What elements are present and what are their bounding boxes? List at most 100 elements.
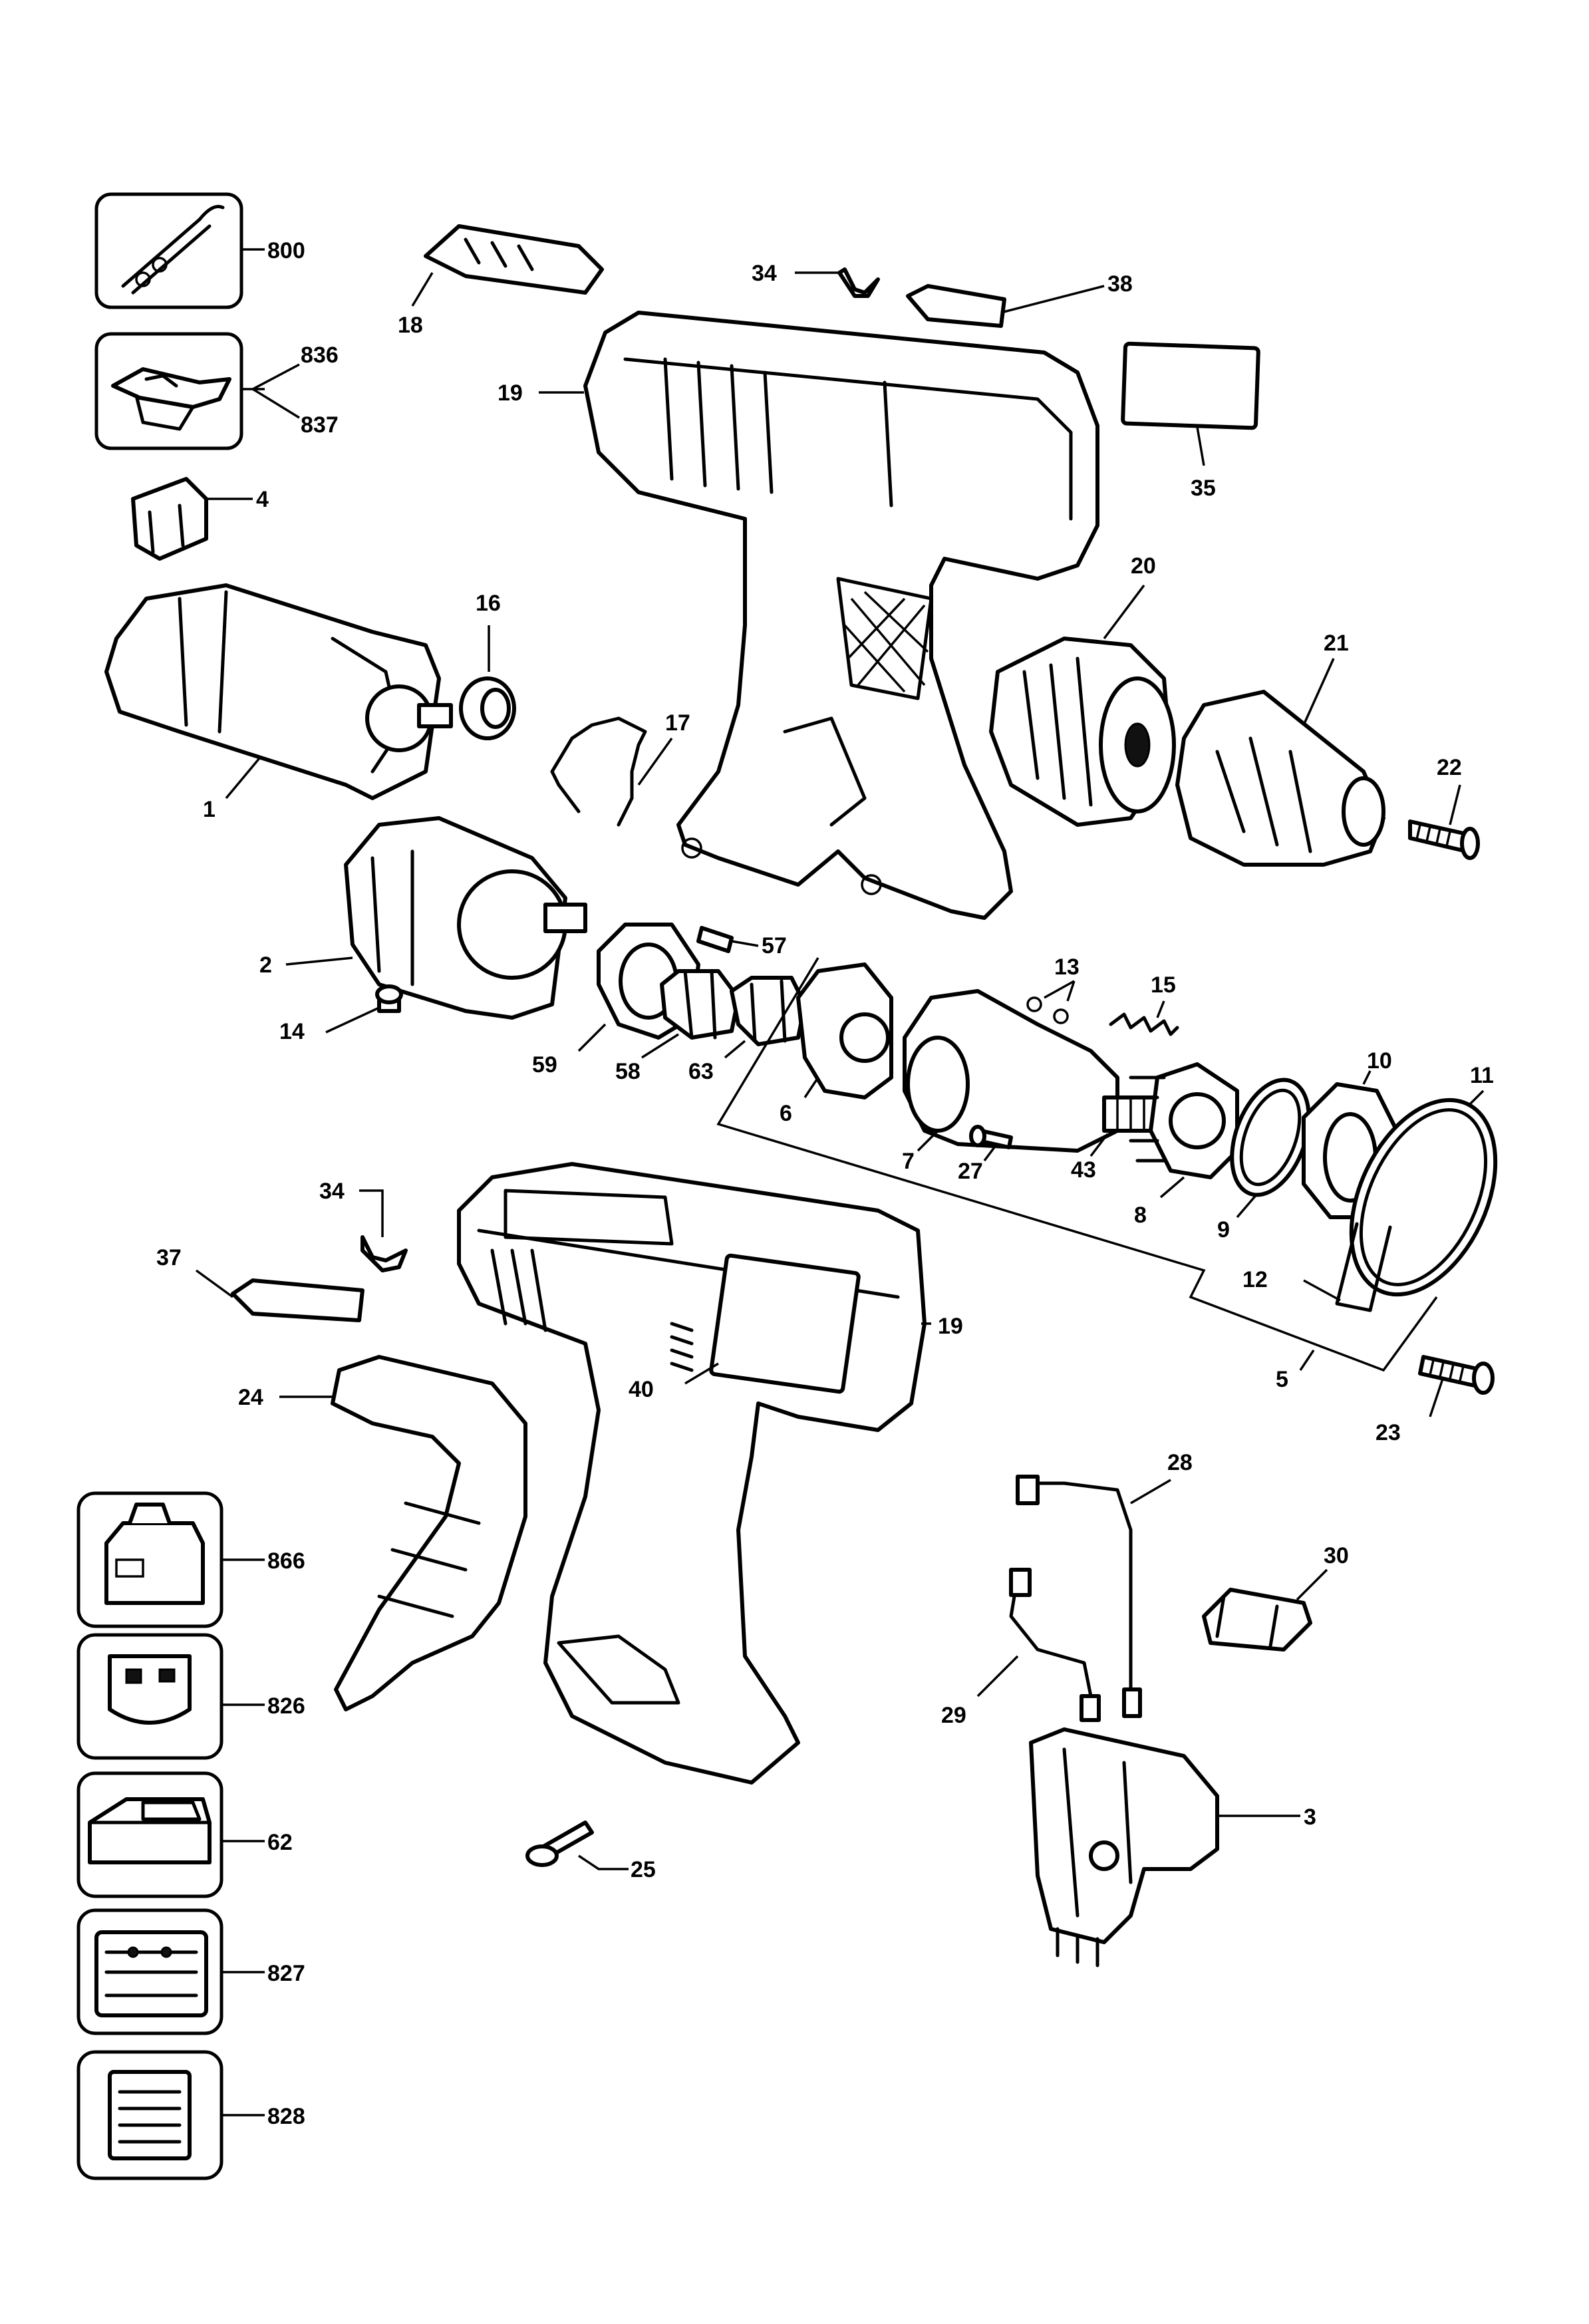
accessory-box-62: 62 (76, 1771, 293, 1898)
part-27-screw: 27 (958, 1125, 1013, 1184)
callout-43: 43 (1071, 1157, 1096, 1183)
part-43-spindle: 43 (1071, 1133, 1109, 1183)
callout-group-5: 5 (1276, 1350, 1315, 1392)
callout-7: 7 (902, 1149, 915, 1174)
callout-16: 16 (476, 591, 501, 616)
callout-63: 63 (688, 1059, 714, 1084)
callout-827: 827 (267, 1961, 305, 1986)
callout-37: 37 (156, 1245, 182, 1270)
callout-12: 12 (1242, 1267, 1268, 1292)
callout-800: 800 (267, 238, 305, 263)
callout-4: 4 (256, 487, 269, 512)
part-57-pin: 57 (696, 926, 787, 958)
callout-30: 30 (1324, 1543, 1349, 1568)
part-1-motor: 1 (104, 583, 453, 822)
belt-clip-icon (111, 367, 231, 431)
part-3-switch: 3 (1029, 1727, 1316, 1967)
part-12-pin: 12 (1242, 1222, 1392, 1312)
callout-5: 5 (1276, 1367, 1288, 1392)
rating-label-icon (108, 2070, 192, 2160)
callout-1: 1 (203, 797, 216, 822)
key-tool-icon (121, 205, 225, 295)
callout-836: 836 (301, 343, 339, 368)
callout-34-bottom: 34 (319, 1179, 345, 1204)
part-4-brush-holder: 4 (131, 477, 269, 561)
part-18-cover: 18 (398, 224, 604, 338)
charger-label-icon (94, 1930, 208, 2017)
battery-label-icon (108, 1654, 192, 1725)
callout-13: 13 (1054, 954, 1080, 980)
callout-22: 22 (1437, 755, 1462, 780)
callout-826: 826 (267, 1693, 305, 1719)
callout-25: 25 (631, 1857, 656, 1882)
callout-15: 15 (1151, 972, 1176, 998)
callout-20: 20 (1131, 553, 1156, 579)
callout-40: 40 (629, 1377, 654, 1402)
part-2-gear-housing: 2 (259, 816, 587, 1020)
part-17-spring: 17 (550, 710, 690, 827)
callout-62: 62 (267, 1830, 293, 1855)
callout-866: 866 (267, 1548, 305, 1574)
callout-837: 837 (301, 412, 339, 438)
part-63-planet-carrier: 63 (688, 976, 807, 1084)
part-19-housing-inner: 19 (498, 311, 1099, 920)
callout-24: 24 (238, 1385, 263, 1410)
part-22-screw: 22 (1408, 755, 1480, 860)
part-15-spring: 15 (1109, 972, 1179, 1036)
accessory-box-826: 826 (76, 1633, 305, 1760)
part-6-clutch-housing: 6 (780, 962, 893, 1126)
part-28-wire: 28 (1016, 1450, 1193, 1718)
accessory-box-866: 866 (76, 1491, 305, 1628)
part-14-screw: 14 (279, 984, 403, 1044)
callout-18: 18 (398, 313, 423, 338)
part-29-wire: 29 (941, 1568, 1101, 1728)
callout-35: 35 (1191, 476, 1216, 501)
assembly-5-bracket (716, 957, 1438, 1372)
part-8-clutch-plate: 8 (1122, 1062, 1239, 1228)
part-30-forward-reverse-button: 30 (1202, 1543, 1349, 1652)
callout-3: 3 (1304, 1805, 1316, 1830)
callout-21: 21 (1324, 631, 1349, 656)
callout-14: 14 (279, 1019, 305, 1044)
part-37-bit-bottom: 37 (156, 1245, 364, 1322)
callout-19-bottom: 19 (938, 1314, 963, 1339)
callout-17: 17 (665, 710, 690, 736)
part-34-clip-bottom: 34 (319, 1179, 408, 1272)
callout-10: 10 (1367, 1048, 1392, 1074)
callout-9: 9 (1217, 1217, 1230, 1242)
part-23-screw: 23 (1375, 1355, 1495, 1445)
part-11-ring: 11 (1349, 1063, 1498, 1297)
callout-29: 29 (941, 1703, 966, 1728)
accessory-box-836-837: 836 837 (94, 332, 339, 450)
part-25-screw: 25 (525, 1820, 656, 1882)
callout-59: 59 (532, 1052, 557, 1078)
part-13-balls: 13 (1026, 954, 1080, 1024)
part-35-label: 35 (1121, 341, 1260, 501)
callout-57: 57 (762, 933, 787, 958)
part-7-gearbox: 7 (902, 989, 1173, 1174)
callout-34-top: 34 (752, 261, 777, 286)
part-16-pinion: 16 (459, 591, 516, 740)
charger-icon (88, 1797, 212, 1864)
callout-8: 8 (1134, 1203, 1147, 1228)
callout-828: 828 (267, 2104, 305, 2129)
callout-28: 28 (1167, 1450, 1193, 1475)
callout-27: 27 (958, 1159, 983, 1184)
battery-pack-icon (104, 1503, 205, 1605)
part-34-clip-top: 34 (752, 261, 880, 298)
accessory-box-828: 828 (76, 2050, 305, 2180)
part-19-housing-outer: 19 40 (457, 1162, 963, 1785)
callout-58: 58 (615, 1059, 641, 1084)
callout-38: 38 (1107, 271, 1133, 297)
accessory-box-800: 800 (94, 192, 305, 309)
part-20-chuck-sleeve: 20 (989, 553, 1176, 827)
accessory-box-827: 827 (76, 1908, 305, 2035)
callout-11: 11 (1470, 1063, 1494, 1088)
part-21-chuck: 21 (1175, 631, 1385, 867)
callout-19-top: 19 (498, 380, 523, 406)
callout-2: 2 (259, 952, 272, 978)
part-38-bit-top: 38 (906, 271, 1133, 328)
part-24-handle-cover: 24 (238, 1355, 527, 1711)
callout-23: 23 (1375, 1420, 1401, 1445)
